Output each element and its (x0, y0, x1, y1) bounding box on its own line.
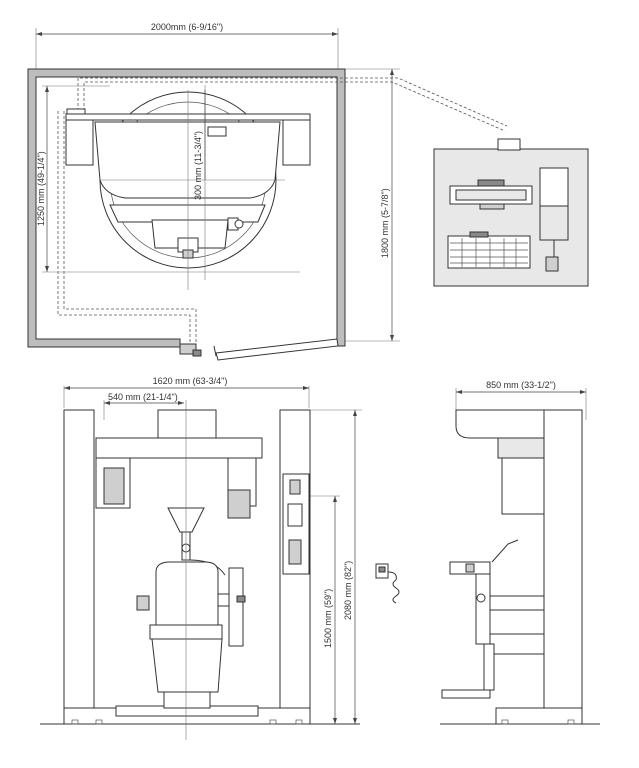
room-wall (27, 68, 346, 348)
plan-radius-label: 300 mm (11-3/4") (193, 131, 203, 200)
front-offset-label: 540 mm (21-1/4") (108, 392, 178, 402)
exposure-switch (375, 563, 400, 604)
plan-depth-label: 1800 mm (5-7/8") (380, 188, 390, 258)
front-mid-height-label: 1500 mm (59") (323, 589, 333, 648)
plan-inner-label: 1250 mm (49-1/4") (36, 151, 46, 226)
front-width-label: 1620 mm (63-3/4") (153, 376, 228, 386)
door-panel (215, 338, 339, 361)
front-height-label: 2080 mm (82") (343, 561, 353, 620)
plan-width-label: 2000mm (6-9/16") (151, 22, 223, 32)
front-view: 1620 mm (63-3/4") 540 mm (21-1/4") (40, 376, 362, 740)
plan-view: 2000mm (6-9/16") 1250 mm (49-1/4") 1800 … (27, 22, 508, 361)
side-depth-label: 850 mm (33-1/2") (486, 380, 556, 390)
cable-path (83, 81, 506, 132)
workstation (433, 138, 589, 287)
side-view: 850 mm (33-1/2") (440, 380, 600, 725)
